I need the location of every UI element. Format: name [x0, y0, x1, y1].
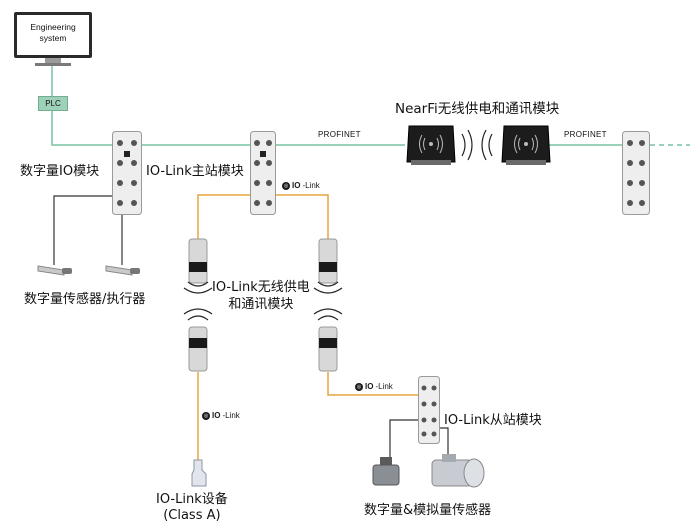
- digital-io-module-label: 数字量IO模块: [20, 164, 100, 179]
- engineering-system-monitor-icon: Engineering system: [14, 12, 92, 58]
- iolink-logo-icon: ◎: [282, 181, 290, 190]
- digital-sensor-icon: [372, 457, 400, 486]
- iolink-device-label: IO-Link设备 (Class A): [156, 492, 228, 524]
- digital-analog-sensor-label: 数字量&模拟量传感器: [364, 503, 492, 518]
- iolink-line-right: [270, 194, 329, 240]
- iolink-wireless-label-line1: IO-Link无线供电: [212, 280, 310, 295]
- iolink-wireless-module-upper-right-icon: [318, 238, 338, 284]
- iolink-wireless-module-lower-left-icon: [188, 326, 208, 372]
- iolink-wireless-label: IO-Link无线供电 和通讯模块: [212, 279, 310, 313]
- nearfi-unit-left-icon: [406, 125, 456, 165]
- digital-io-module-icon: [112, 131, 142, 215]
- iolink-line-left: [197, 194, 256, 240]
- iolink-logo-icon: ◎: [355, 382, 363, 391]
- monitor-base: [35, 63, 71, 66]
- iolink-wireless-module-upper-left-icon: [188, 238, 208, 284]
- cable-sensor-1: [53, 195, 112, 265]
- iolink-device-icon: [191, 459, 207, 487]
- engineering-system-line2: system: [39, 33, 67, 43]
- iolink-tag-rest: -Link: [375, 382, 393, 391]
- nearfi-unit-right-icon: [501, 125, 551, 165]
- sensor-actuator-label: 数字量传感器/执行器: [24, 292, 146, 307]
- iolink-tag-rest: -Link: [302, 181, 320, 190]
- iolink-tag-rest: -Link: [222, 411, 240, 420]
- sensor-actuator-1-icon: [37, 265, 72, 276]
- iolink-tag-io: IO: [212, 411, 221, 420]
- profinet-label-1: PROFINET: [318, 130, 361, 139]
- sensor-actuator-2-icon: [105, 265, 140, 276]
- analog-sensor-motor-icon: [431, 454, 485, 488]
- iolink-tag-device: ◎ IO-Link: [202, 411, 240, 420]
- iolink-slave-module-icon: [418, 376, 440, 444]
- iolink-wireless-label-line2: 和通讯模块: [228, 297, 294, 312]
- profinet-label-2: PROFINET: [564, 130, 607, 139]
- iolink-wireless-waves: [183, 281, 343, 321]
- iolink-wireless-module-lower-right-icon: [318, 326, 338, 372]
- iolink-master-label: IO-Link主站模块: [146, 164, 244, 179]
- nearfi-title: NearFi无线供电和通讯模块: [395, 101, 560, 117]
- iolink-device-label-line2: (Class A): [163, 508, 221, 523]
- iolink-tag-io: IO: [365, 382, 374, 391]
- iolink-tag-io: IO: [292, 181, 301, 190]
- monitor-stand: [45, 58, 61, 64]
- nearfi-wireless-waves: [461, 129, 493, 161]
- iolink-line-to-slave: [327, 372, 418, 396]
- iolink-master-module-icon: [250, 131, 276, 215]
- iolink-tag-slave: ◎ IO-Link: [355, 382, 393, 391]
- profinet-line-plc-down: [51, 109, 112, 146]
- plc-box: PLC: [38, 96, 68, 111]
- iolink-device-label-line1: IO-Link设备: [156, 492, 228, 507]
- remote-io-module-icon: [622, 131, 650, 215]
- cable-slave-1: [389, 419, 420, 460]
- iolink-tag-master: ◎ IO-Link: [282, 181, 320, 190]
- iolink-logo-icon: ◎: [202, 411, 210, 420]
- engineering-system-line1: Engineering: [30, 22, 76, 32]
- iolink-slave-label: IO-Link从站模块: [444, 413, 542, 428]
